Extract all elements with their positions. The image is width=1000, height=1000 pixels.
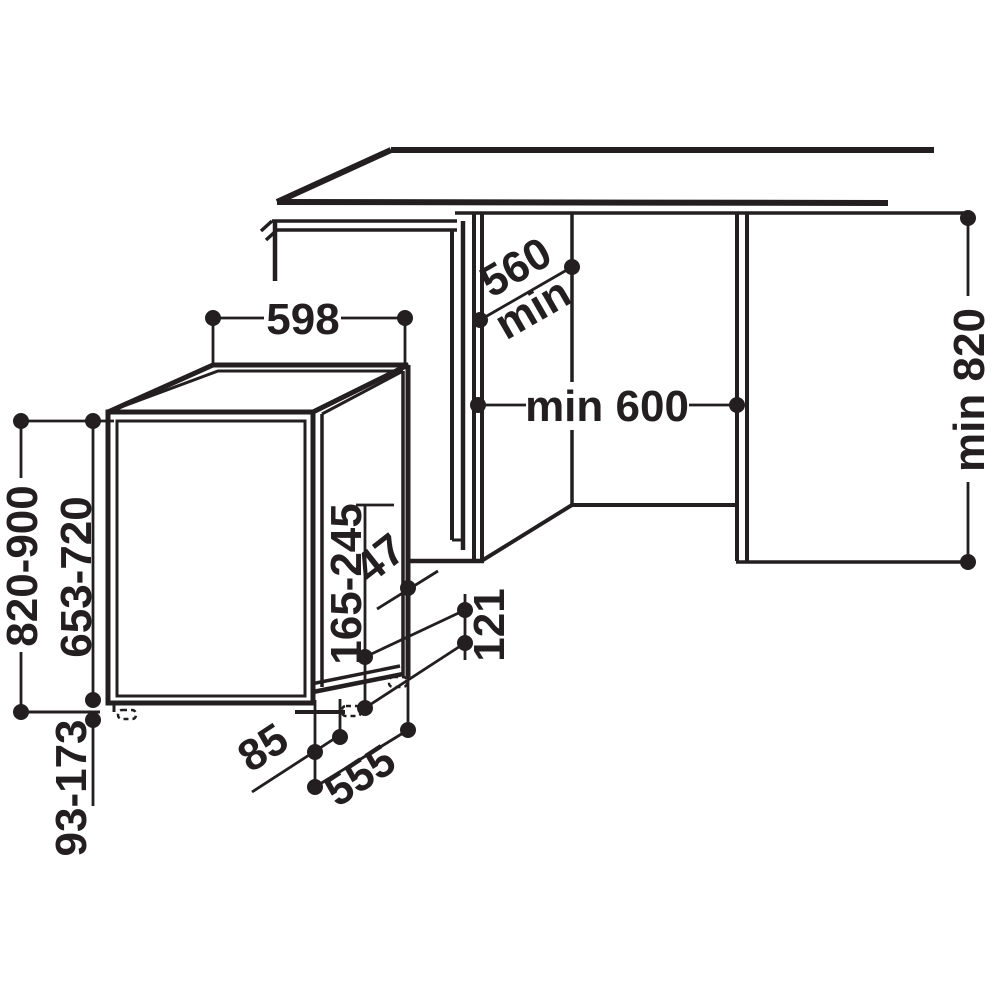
label-653-720: 653-720	[52, 496, 101, 657]
label-820-900: 820-900	[0, 485, 47, 646]
dim-base-clearance-165-245: 165-245	[322, 503, 394, 716]
right-cabinet-panel	[735, 214, 968, 564]
dim-niche-width-min-600: min 600	[470, 382, 745, 431]
furniture-door-panel	[272, 221, 484, 564]
label-598: 598	[266, 295, 339, 344]
dim-side-offset-121: 121	[364, 588, 514, 710]
label-min-600: min 600	[525, 382, 689, 431]
dim-plinth-93-173: 93-173	[47, 712, 101, 857]
niche	[472, 212, 736, 562]
label-85: 85	[229, 714, 297, 782]
label-555: 555	[316, 735, 404, 816]
label-165-245: 165-245	[322, 503, 371, 664]
label-min-820: min 820	[945, 308, 994, 472]
worktop	[259, 147, 968, 242]
dim-appliance-width-598: 598	[205, 295, 413, 364]
dim-door-height-653-720: 653-720	[52, 413, 101, 708]
dim-under-worktop-min-820: min 820	[945, 210, 994, 570]
dim-overall-height-820-900: 820-900	[0, 413, 114, 720]
label-93-173: 93-173	[47, 719, 96, 856]
dishwasher-unit	[105, 362, 411, 721]
front-foot	[116, 708, 138, 721]
label-121: 121	[465, 588, 514, 661]
dim-niche-depth-560-min: 560 min	[472, 228, 580, 349]
